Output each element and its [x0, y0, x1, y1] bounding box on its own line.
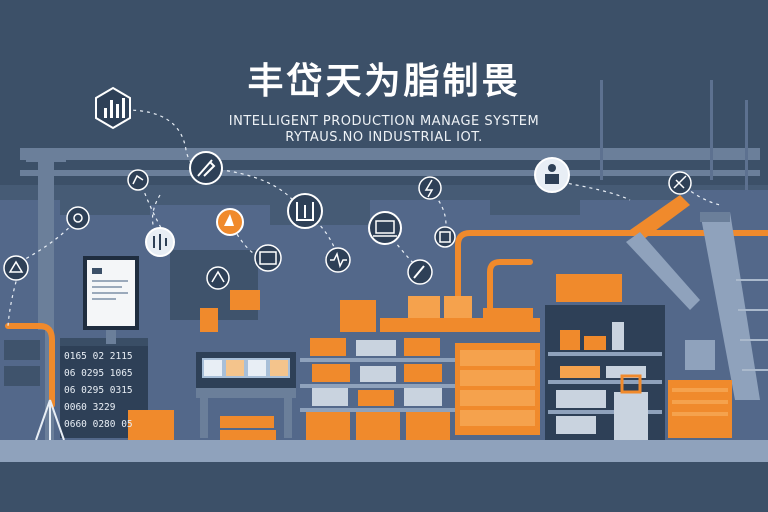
page-tagline: RYTAUS.NO INDUSTRIAL IOT.: [285, 130, 483, 145]
page-subtitle: INTELLIGENT PRODUCTION MANAGE SYSTEM: [228, 114, 540, 129]
readout-row: 06 0295 1065: [64, 368, 133, 379]
floor: [0, 440, 768, 462]
floor-boxes: [128, 410, 276, 444]
central-panel: [160, 238, 268, 348]
panel-readout: 0165 02 2115 06 0295 1065 06 0295 0315 0…: [64, 348, 146, 433]
camera-icon[interactable]: [3, 255, 29, 281]
central-shelving: [300, 330, 455, 440]
readout-row: 0165 02 2115: [64, 351, 133, 362]
gear-icon[interactable]: [66, 206, 90, 230]
lightning-icon[interactable]: [418, 176, 442, 200]
worker-icon[interactable]: [534, 157, 570, 193]
robot-arm-icon[interactable]: [127, 169, 149, 191]
tools-icon[interactable]: [189, 151, 223, 185]
hand-icon[interactable]: [216, 208, 244, 236]
box-icon[interactable]: [434, 226, 456, 248]
readout-row: 06 0295 0315: [64, 385, 133, 396]
readout-row: 0660 0280 05: [64, 419, 133, 430]
page-title: 丰岱天为脂制畏: [247, 61, 521, 102]
layers-icon[interactable]: [254, 244, 282, 272]
readout-row: 0060 3229: [64, 402, 116, 413]
right-storage: [668, 340, 732, 438]
server-panel: [0, 330, 148, 440]
tripod-stand: [35, 399, 65, 441]
laptop-icon[interactable]: [368, 211, 402, 245]
orange-pipes: [5, 230, 768, 408]
orange-cabinet: [455, 343, 540, 435]
wrench-icon[interactable]: [407, 259, 433, 285]
document-icon[interactable]: [287, 193, 323, 229]
control-console: [196, 352, 296, 438]
bulb-icon[interactable]: [145, 227, 175, 257]
conveyor-crates: [340, 296, 540, 332]
robot-icon[interactable]: [668, 171, 692, 195]
document-monitor: [83, 256, 139, 344]
crane-arm: [626, 195, 768, 400]
server-icon[interactable]: [206, 266, 230, 290]
right-shelving: [545, 274, 665, 440]
pulse-icon[interactable]: [325, 247, 351, 273]
chart-icon[interactable]: [95, 86, 131, 130]
